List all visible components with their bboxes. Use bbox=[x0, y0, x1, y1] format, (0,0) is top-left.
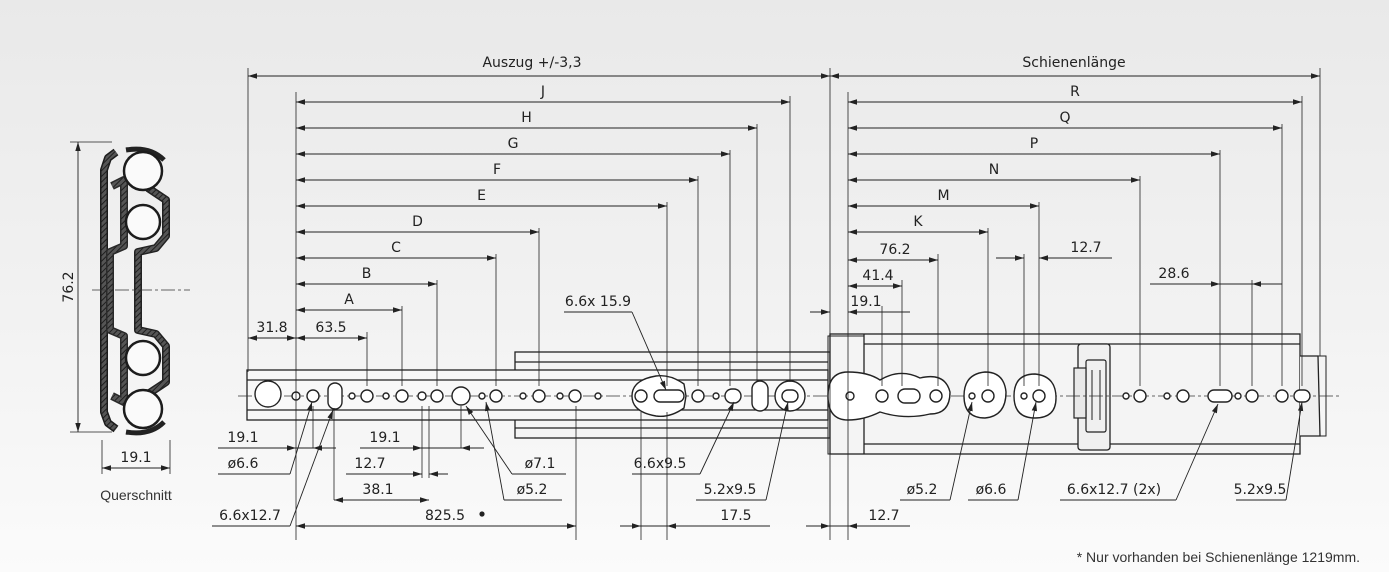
top-dimensions: Auszug +/-3,3 Schienenlänge bbox=[248, 55, 1320, 79]
cross-section-profile bbox=[100, 146, 170, 436]
right-label-r: R bbox=[1070, 84, 1080, 100]
dim-5-2x9-5-right-label: 5.2x9.5 bbox=[1234, 482, 1287, 498]
dim-76-2-label: 76.2 bbox=[879, 242, 910, 258]
left-label-c: C bbox=[391, 240, 401, 256]
dim-12-7-bottom-label: 12.7 bbox=[868, 508, 899, 524]
footnote: * Nur vorhanden bei Schienenlänge 1219mm… bbox=[1077, 549, 1360, 565]
dim-phi7-1-label: ø7.1 bbox=[525, 456, 556, 472]
extension-length-title: Auszug +/-3,3 bbox=[482, 55, 581, 71]
left-label-g: G bbox=[508, 136, 519, 152]
left-label-e: E bbox=[477, 188, 486, 204]
lock-lever bbox=[1073, 343, 1111, 451]
dim-12-7-mid-label: 12.7 bbox=[354, 456, 385, 472]
right-label-m: M bbox=[937, 188, 949, 204]
dim-19-1-b-label: 19.1 bbox=[369, 430, 400, 446]
cross-section: 76.2 19.1 Querschnitt bbox=[61, 141, 190, 503]
dim-6-6x12-7-left-label: 6.6x12.7 bbox=[219, 508, 281, 524]
lower-dimensions: 19.1 ø6.6 6.6x12.7 19.1 12.7 38.1 825.5 … bbox=[212, 401, 1304, 529]
dim-19-1-a-label: 19.1 bbox=[227, 430, 258, 446]
dim-63-5-label: 63.5 bbox=[315, 320, 346, 336]
dim-38-1-label: 38.1 bbox=[362, 482, 393, 498]
dim-6-6x15-9-label: 6.6x 15.9 bbox=[565, 294, 631, 310]
dim-19-1-top-label: 19.1 bbox=[850, 294, 881, 310]
dim-phi6-6-left-label: ø6.6 bbox=[228, 456, 259, 472]
left-label-d: D bbox=[412, 214, 423, 230]
upper-small-dimensions: 31.8 63.5 6.6x 15.9 19.1 41.4 76.2 12.7 … bbox=[248, 240, 1282, 391]
dim-17-5-label: 17.5 bbox=[720, 508, 751, 524]
cross-section-height-label: 76.2 bbox=[61, 271, 77, 302]
dim-825-5-label: 825.5 bbox=[425, 508, 465, 524]
left-label-a: A bbox=[344, 292, 354, 308]
dim-phi6-6-right-label: ø6.6 bbox=[976, 482, 1007, 498]
asterisk-marker bbox=[479, 511, 485, 517]
cross-section-caption: Querschnitt bbox=[100, 487, 172, 503]
dim-5-2x9-5-mid-label: 5.2x9.5 bbox=[704, 482, 757, 498]
left-label-j: J bbox=[540, 84, 545, 100]
right-label-n: N bbox=[989, 162, 999, 178]
right-label-q: Q bbox=[1059, 110, 1070, 126]
right-label-p: P bbox=[1030, 136, 1038, 152]
dim-phi5-2-right-label: ø5.2 bbox=[907, 482, 938, 498]
left-label-f: F bbox=[493, 162, 501, 178]
dim-31-8-label: 31.8 bbox=[256, 320, 287, 336]
left-label-h: H bbox=[521, 110, 532, 126]
cross-section-width-label: 19.1 bbox=[120, 450, 151, 466]
right-letter-dimensions: RQ P N MK bbox=[848, 84, 1302, 235]
dim-phi5-2-left-label: ø5.2 bbox=[517, 482, 548, 498]
dim-28-6-label: 28.6 bbox=[1158, 266, 1189, 282]
right-label-k: K bbox=[913, 214, 923, 230]
dim-6-6x12-7-2x-label: 6.6x12.7 (2x) bbox=[1067, 482, 1161, 498]
dim-41-4-label: 41.4 bbox=[862, 268, 893, 284]
rail-length-title: Schienenlänge bbox=[1022, 55, 1125, 71]
left-label-b: B bbox=[362, 266, 372, 282]
dim-12-7-top-label: 12.7 bbox=[1070, 240, 1101, 256]
dim-6-6x9-5-label: 6.6x9.5 bbox=[634, 456, 687, 472]
extension-lines bbox=[247, 68, 1321, 540]
mounting-holes bbox=[254, 371, 1311, 421]
